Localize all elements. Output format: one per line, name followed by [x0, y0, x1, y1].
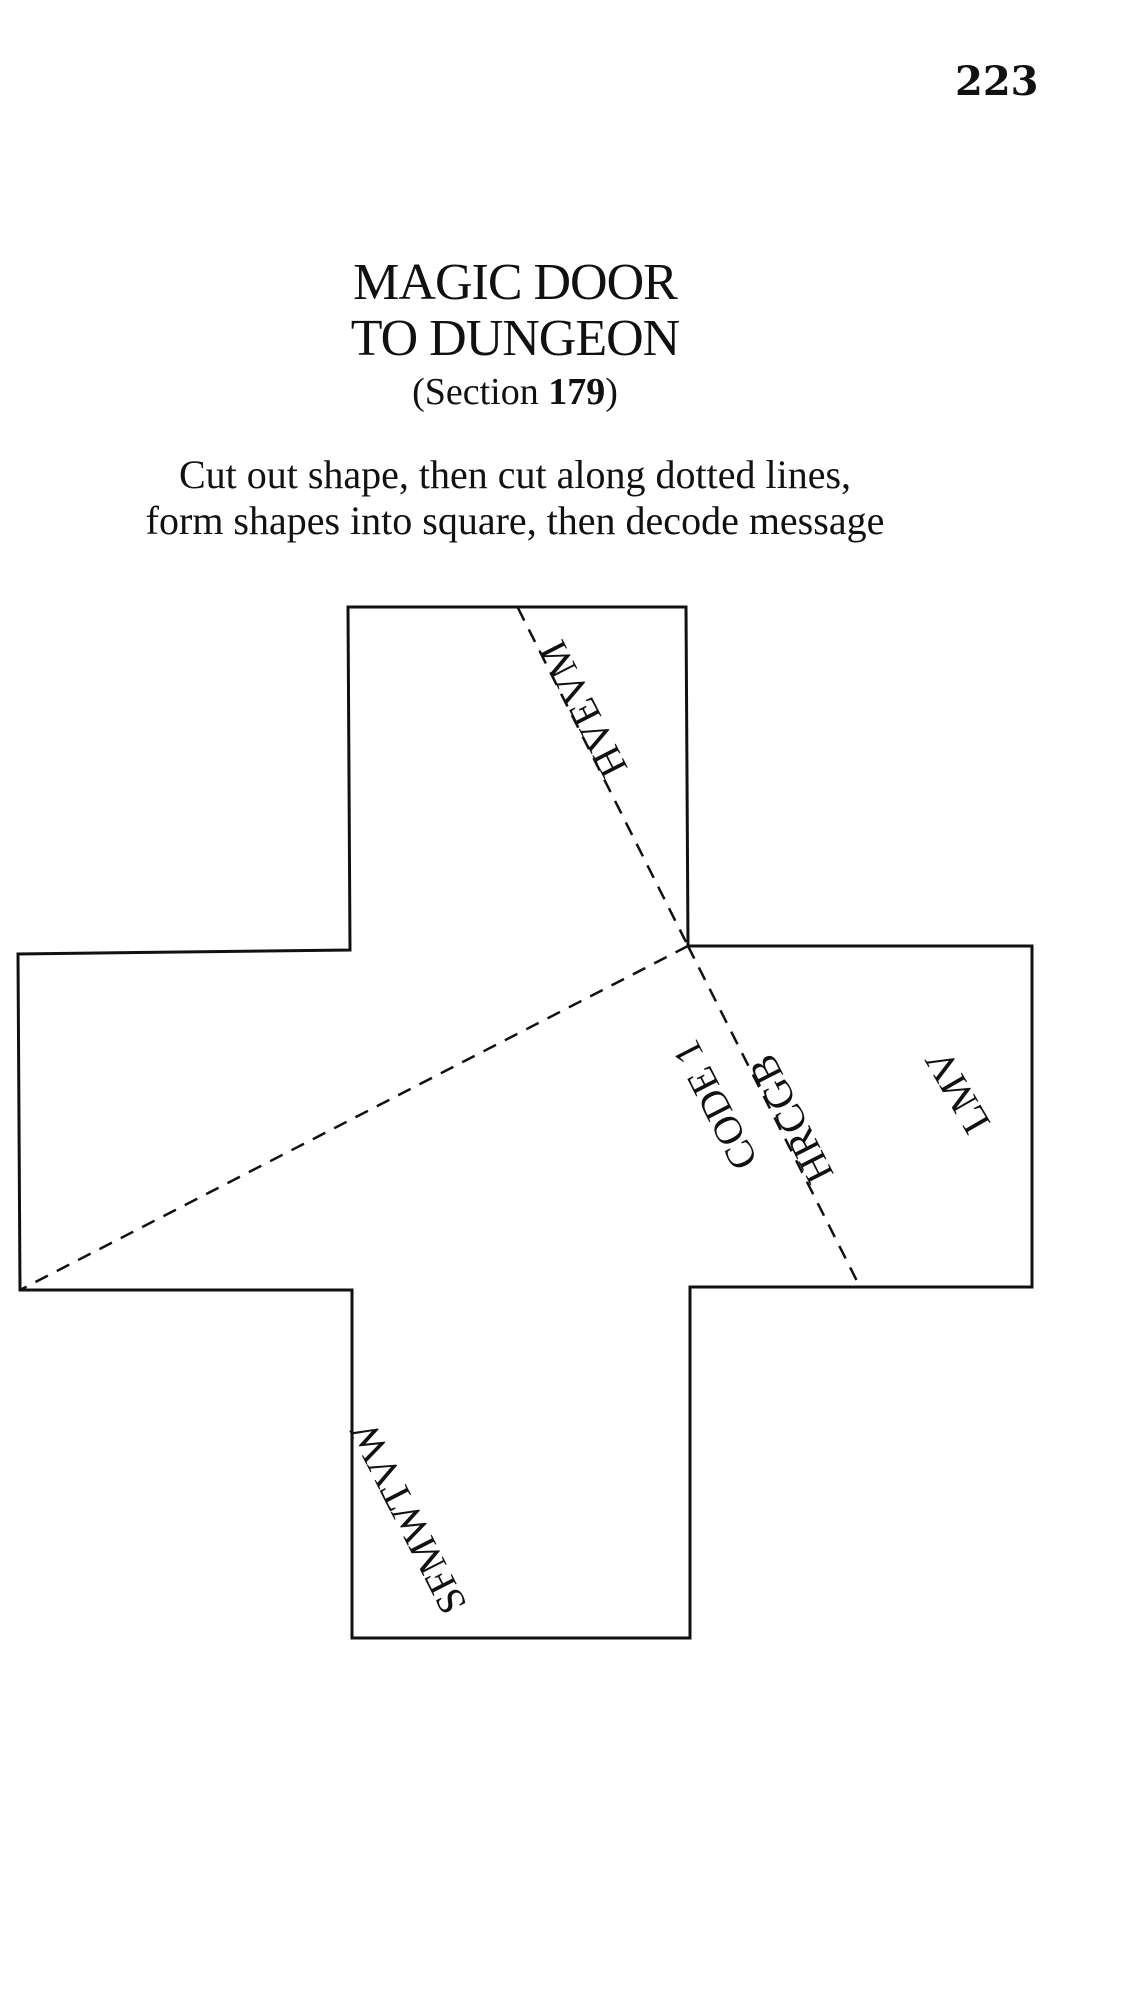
section-prefix: (Section	[412, 371, 549, 413]
section-number: 179	[548, 371, 606, 413]
title-block: MAGIC DOOR TO DUNGEON (Section 179)	[0, 255, 1030, 415]
dashed-cut-line-top	[516, 607, 690, 947]
page-number: 223	[955, 58, 1039, 105]
instructions-line-1: Cut out shape, then cut along dotted lin…	[178, 452, 852, 497]
cross-outline	[16, 605, 1034, 1640]
section-suffix: )	[605, 371, 618, 413]
label-sfmwtvw: SFMWTVW	[340, 1415, 475, 1622]
dashed-cut-line-left	[19, 944, 689, 1292]
instructions-line-2: form shapes into square, then decode mes…	[145, 498, 885, 543]
page-title-line-1: MAGIC DOOR	[353, 254, 678, 311]
page-title-line-2: TO DUNGEON	[350, 310, 680, 367]
instructions: Cut out shape, then cut along dotted lin…	[0, 452, 1030, 544]
section-reference: (Section 179)	[0, 369, 1030, 415]
label-hrcgb: HRCGB	[740, 1048, 843, 1191]
dashed-cut-line-right	[686, 945, 862, 1288]
label-lmv: LMV	[916, 1042, 999, 1142]
label-hvevm: HVEVM	[530, 634, 637, 785]
label-code-1: CODE 1	[663, 1033, 766, 1177]
